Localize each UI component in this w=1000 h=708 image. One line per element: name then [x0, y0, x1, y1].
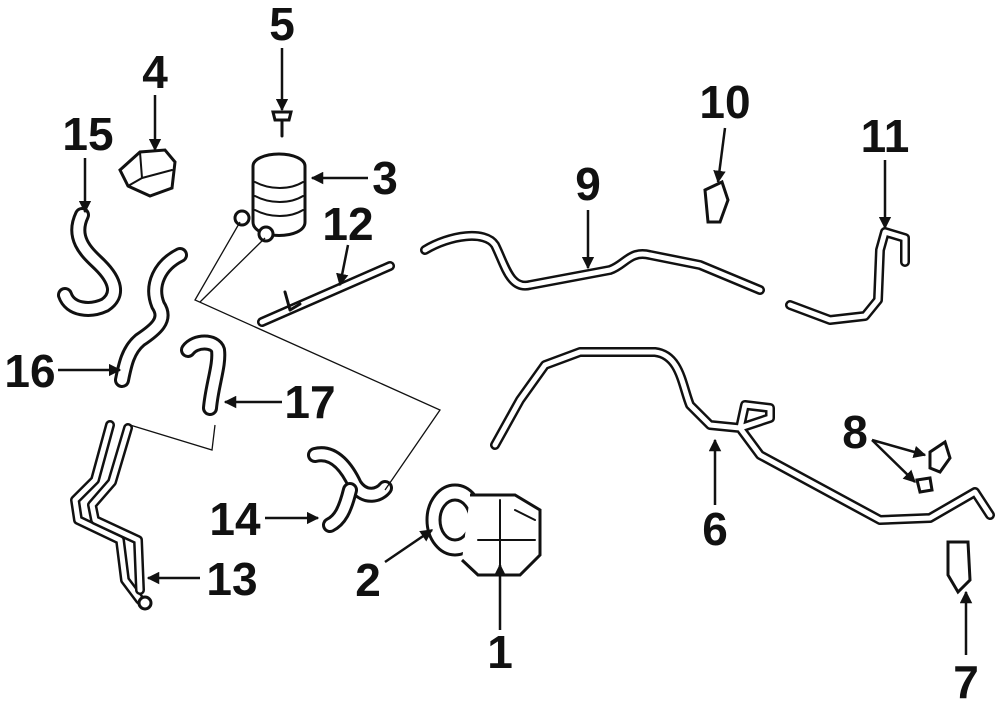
callout-1: 1: [487, 626, 513, 678]
part-3-reservoir: [233, 152, 307, 243]
part-2-pump: [425, 483, 542, 577]
part-9-pipe: [420, 230, 765, 295]
callout-17: 17: [284, 376, 335, 428]
part-5-bolt: [271, 110, 293, 138]
part-14-hose: [307, 446, 393, 533]
callout-11: 11: [861, 110, 910, 162]
part-7-bracket: [946, 540, 972, 595]
callout-14: 14: [209, 493, 261, 545]
part-17-hose: [180, 334, 227, 416]
callout-15: 15: [62, 108, 113, 160]
callout-16: 16: [4, 345, 55, 397]
callout-10: 10: [699, 76, 750, 128]
leader-arrows: [58, 48, 973, 655]
part-10-clamp: [703, 179, 730, 224]
part-13-pipe-assembly: [70, 420, 153, 611]
part-11-pipe: [785, 227, 910, 325]
part-15-hose: [57, 207, 122, 317]
callout-7: 7: [953, 656, 979, 708]
callout-3: 3: [372, 152, 398, 204]
part-8-fittings: [915, 439, 952, 494]
part-4-bracket: [118, 148, 177, 198]
part-12-pipe: [257, 261, 395, 327]
part-6-pressure-hose: [490, 347, 995, 525]
callout-2: 2: [355, 554, 381, 606]
callout-8: 8: [842, 406, 868, 458]
callout-12: 12: [322, 198, 373, 250]
callout-13: 13: [206, 553, 257, 605]
callout-5: 5: [269, 0, 295, 50]
assembly-lines: [129, 221, 441, 491]
callout-9: 9: [575, 158, 601, 210]
callout-6: 6: [702, 503, 728, 555]
callout-4: 4: [142, 46, 168, 98]
part-16-hose: [114, 247, 188, 388]
